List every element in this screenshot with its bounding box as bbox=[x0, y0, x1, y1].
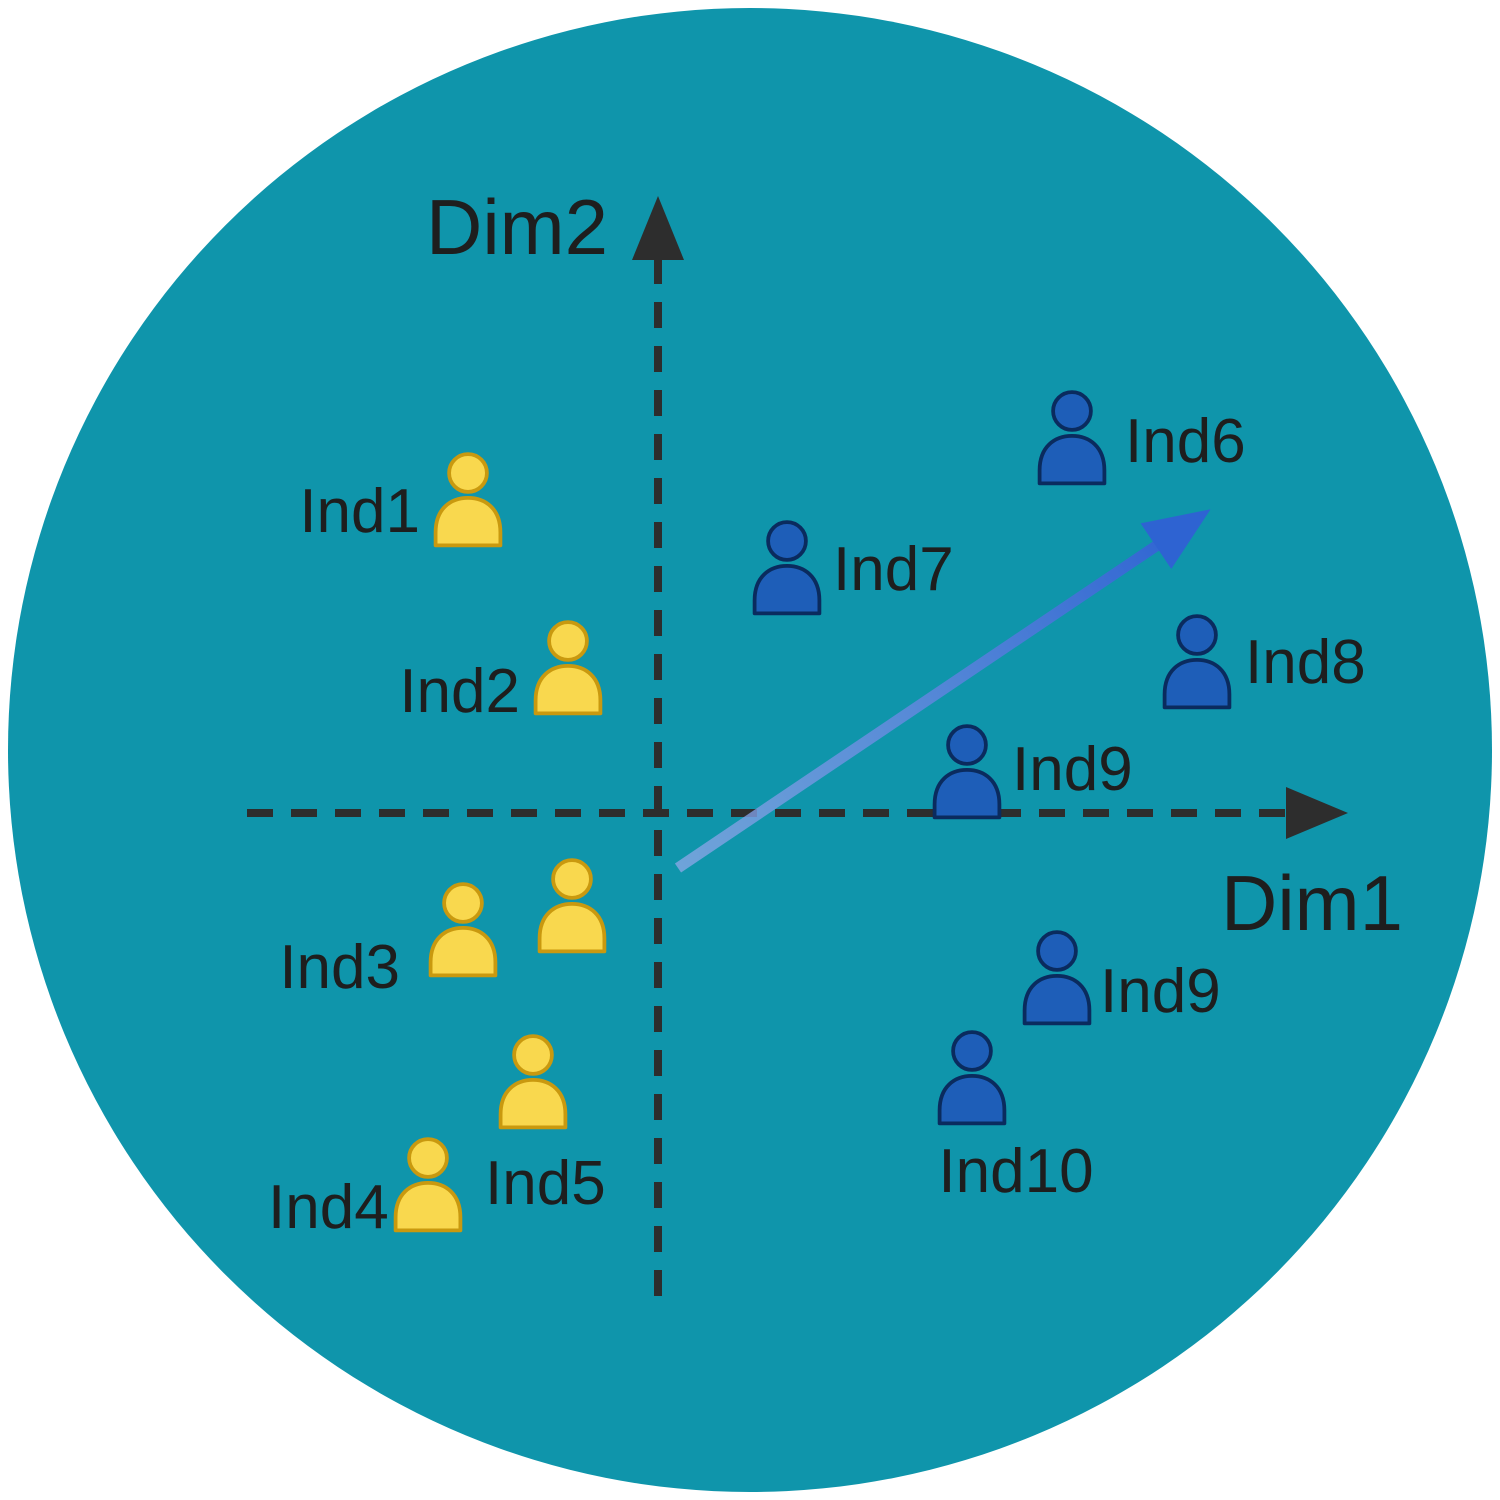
person-body-shape bbox=[537, 901, 607, 954]
person-icon-ind1 bbox=[433, 452, 503, 548]
individual-label-ind10: Ind10 bbox=[938, 1137, 1093, 1206]
component-direction-arrow bbox=[674, 509, 1211, 873]
person-head-shape bbox=[407, 1137, 449, 1179]
individual-label-ind9b: Ind9 bbox=[1100, 957, 1221, 1026]
individual-label-ind2: Ind2 bbox=[399, 657, 520, 726]
person-body-shape bbox=[533, 663, 603, 716]
individual-label-ind7: Ind7 bbox=[833, 535, 954, 604]
y-axis-label: Dim2 bbox=[426, 183, 608, 271]
person-body-shape bbox=[752, 563, 822, 616]
person-body-shape bbox=[393, 1180, 463, 1233]
person-icon-ind3-2 bbox=[537, 858, 607, 954]
person-body-shape bbox=[498, 1077, 568, 1130]
person-icon-ind8 bbox=[1162, 614, 1232, 710]
y-axis-arrowhead-icon bbox=[632, 196, 684, 260]
person-head-shape bbox=[946, 724, 988, 766]
person-head-shape bbox=[951, 1030, 993, 1072]
person-head-shape bbox=[1176, 614, 1218, 656]
individual-label-ind4: Ind4 bbox=[268, 1173, 389, 1242]
person-head-shape bbox=[766, 520, 808, 562]
individual-label-ind8: Ind8 bbox=[1245, 628, 1366, 697]
person-icon-ind5 bbox=[498, 1034, 568, 1130]
person-head-shape bbox=[1036, 930, 1078, 972]
person-head-shape bbox=[447, 452, 489, 494]
person-body-shape bbox=[937, 1073, 1007, 1126]
individual-label-ind5: Ind5 bbox=[485, 1149, 606, 1218]
background-circle bbox=[8, 8, 1492, 1492]
person-body-shape bbox=[1037, 433, 1107, 486]
individual-label-ind9: Ind9 bbox=[1012, 735, 1133, 804]
person-icon-ind9 bbox=[932, 724, 1002, 820]
person-icon-ind9b bbox=[1022, 930, 1092, 1026]
person-body-shape bbox=[1022, 973, 1092, 1026]
person-icon-ind2 bbox=[533, 620, 603, 716]
person-head-shape bbox=[512, 1034, 554, 1076]
person-body-shape bbox=[433, 495, 503, 548]
person-icon-ind4 bbox=[393, 1137, 463, 1233]
x-axis-arrowhead-icon bbox=[1286, 787, 1348, 839]
person-body-shape bbox=[428, 925, 498, 978]
person-head-shape bbox=[1051, 390, 1093, 432]
individual-label-ind6: Ind6 bbox=[1125, 407, 1246, 476]
individual-label-ind3: Ind3 bbox=[279, 933, 400, 1002]
person-body-shape bbox=[1162, 657, 1232, 710]
person-body-shape bbox=[932, 767, 1002, 820]
person-head-shape bbox=[442, 882, 484, 924]
person-icon-ind6 bbox=[1037, 390, 1107, 486]
person-icon-ind3-1 bbox=[428, 882, 498, 978]
person-icon-ind10 bbox=[937, 1030, 1007, 1126]
x-axis-label: Dim1 bbox=[1221, 859, 1403, 947]
person-icon-ind7 bbox=[752, 520, 822, 616]
individual-label-ind1: Ind1 bbox=[299, 477, 420, 546]
person-head-shape bbox=[547, 620, 589, 662]
person-head-shape bbox=[551, 858, 593, 900]
